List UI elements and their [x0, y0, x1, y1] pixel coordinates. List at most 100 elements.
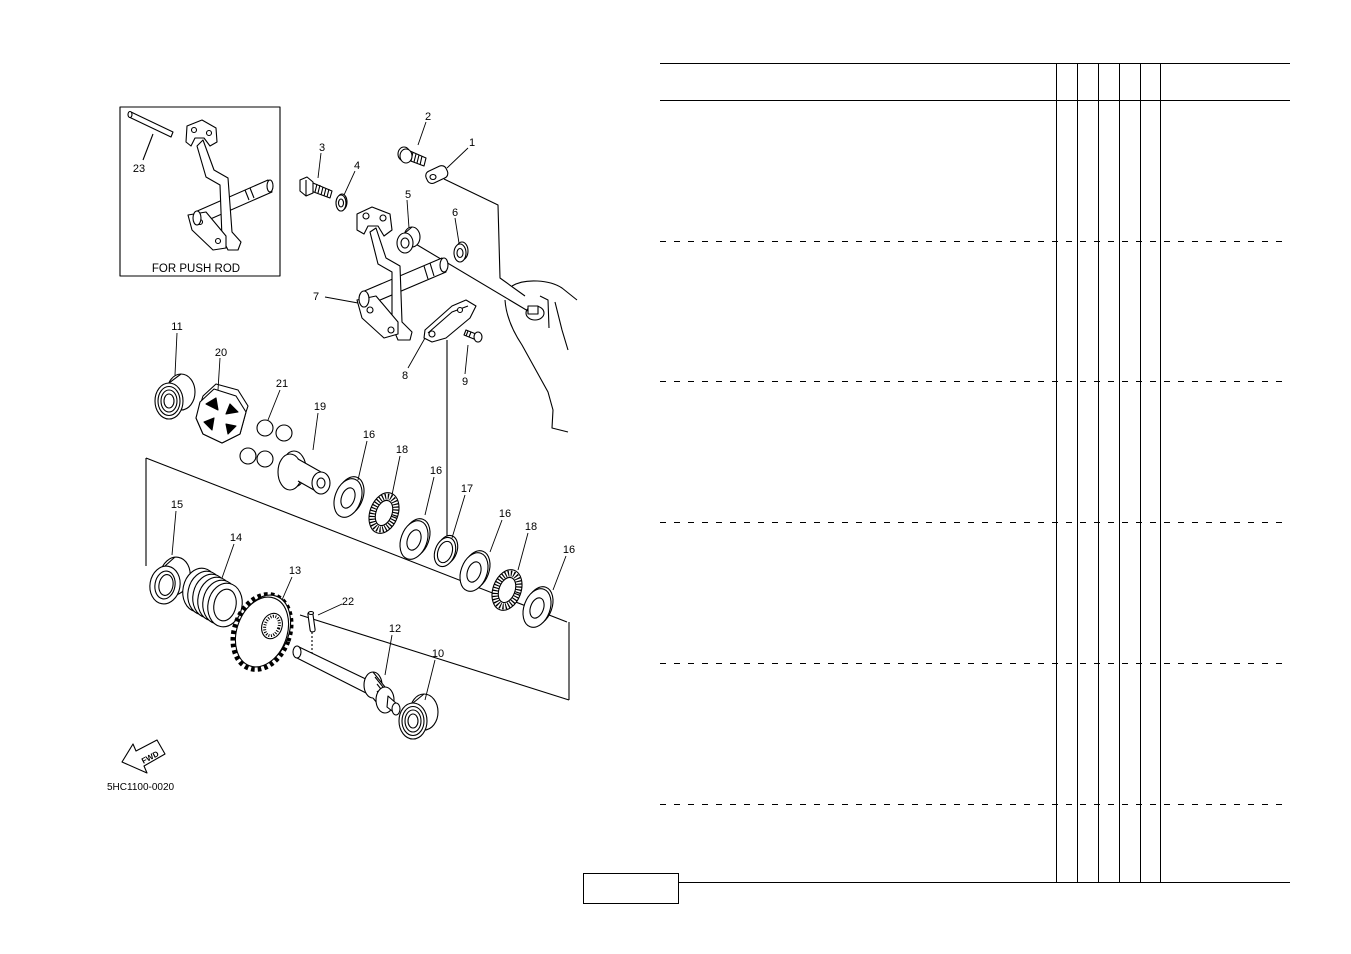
callout-4: 4: [354, 160, 360, 172]
table-bottom-rule: [678, 882, 1290, 883]
callout-16a: 16: [363, 429, 375, 441]
table-header-rule: [660, 100, 1290, 101]
table-row-separator: [660, 522, 1290, 523]
table-top-rule: [660, 63, 1290, 64]
exploded-parts-diagram: 23 FOR PUSH ROD: [107, 106, 578, 793]
table-column-rule: [1119, 63, 1120, 882]
assembly-guide-line: [413, 242, 529, 312]
leader-line: [517, 532, 529, 571]
leader-line: [407, 337, 426, 369]
needle-bearing-18b: [491, 569, 523, 611]
leader-line: [391, 455, 401, 496]
callout-16b: 16: [430, 465, 442, 477]
callout-16d: 16: [563, 544, 575, 556]
leader-line: [451, 494, 466, 539]
leader-line: [454, 217, 460, 244]
callout-14: 14: [230, 532, 242, 544]
fwd-arrow-icon: FWD: [121, 739, 166, 774]
callout-3: 3: [319, 142, 325, 154]
spring-14: [182, 567, 243, 628]
callout-21: 21: [276, 378, 288, 390]
table-row-separator: [660, 663, 1290, 664]
table-column-rule: [1077, 63, 1078, 882]
leader-line: [446, 147, 469, 169]
leader-line: [317, 603, 343, 616]
leader-line: [464, 344, 469, 375]
callout-8: 8: [402, 370, 408, 382]
callout-12: 12: [389, 623, 401, 635]
collar-5: [396, 226, 421, 254]
leader-line: [221, 543, 235, 579]
leader-line: [174, 332, 178, 376]
push-rod-23: [127, 110, 174, 138]
push-rod-inset: 23 FOR PUSH ROD: [119, 106, 281, 277]
callout-22: 22: [342, 596, 354, 608]
callout-13: 13: [289, 565, 301, 577]
table-row-separator: [660, 804, 1290, 805]
kick-lever-7: [356, 206, 449, 341]
inset-kick-lever: [185, 119, 274, 251]
callout-5: 5: [405, 189, 411, 201]
callout-18a: 18: [396, 444, 408, 456]
callout-9: 9: [462, 376, 468, 388]
washer-16b: [399, 518, 431, 560]
callout-labels: 1 2 3 4 5 6 7 8 9 10 11 12 13 14 15 16 1…: [171, 111, 575, 660]
figure-code: 5HC1100-0020: [107, 782, 175, 793]
bearing-11: [154, 373, 196, 420]
leader-line: [171, 510, 177, 556]
callout-11: 11: [171, 321, 182, 333]
leader-line: [217, 357, 221, 391]
washer-16c: [459, 550, 491, 592]
flange-collar-19: [277, 450, 331, 495]
callout-15: 15: [171, 499, 183, 511]
callout-2: 2: [425, 111, 431, 123]
leader-line: [324, 296, 359, 304]
leader-line: [281, 576, 293, 601]
table-column-rule: [1160, 63, 1161, 882]
leader-line: [357, 440, 368, 481]
needle-bearing-18a: [368, 492, 400, 534]
leader-line: [317, 152, 322, 179]
washer-4: [335, 193, 348, 212]
callout-16c: 16: [499, 508, 511, 520]
table-row-separator: [660, 381, 1290, 382]
bolt-2: [397, 146, 427, 167]
upper-assembly: [299, 146, 578, 542]
ring-17: [433, 534, 459, 568]
pin-22: [307, 610, 316, 655]
leader-line: [417, 121, 427, 146]
callout-leaders: [171, 121, 567, 701]
plate-washer-1: [425, 165, 449, 184]
table-column-rule: [1140, 63, 1141, 882]
callout-19: 19: [314, 401, 326, 413]
washer-16a: [333, 476, 365, 518]
bracket-8: [423, 299, 477, 343]
washer-16d: [522, 586, 554, 628]
callout-10: 10: [432, 648, 444, 660]
table-column-rule: [1056, 63, 1057, 882]
table-row-separator: [660, 241, 1290, 242]
leader-line: [406, 199, 410, 229]
oil-seal-15: [149, 556, 191, 605]
callout-7: 7: [313, 291, 319, 303]
washer-6: [453, 241, 469, 263]
crankcase-outline: [504, 280, 578, 433]
leader-line: [552, 555, 567, 591]
leader-line: [142, 133, 154, 161]
cam-20: [195, 383, 249, 444]
table-column-rule: [1098, 63, 1099, 882]
bolt-9: [463, 329, 483, 343]
leader-line: [267, 389, 281, 421]
assembly-guide-line: [443, 178, 526, 297]
callout-20: 20: [215, 347, 227, 359]
leader-line: [424, 659, 436, 701]
bolt-3: [299, 176, 333, 199]
inset-callout-23: 23: [133, 163, 145, 175]
inset-caption: FOR PUSH ROD: [152, 263, 240, 275]
leader-line: [343, 170, 356, 196]
leader-line: [424, 476, 435, 516]
leader-line: [489, 519, 503, 553]
callout-6: 6: [452, 207, 458, 219]
page-number-box: [583, 873, 679, 904]
leader-line: [312, 412, 319, 451]
